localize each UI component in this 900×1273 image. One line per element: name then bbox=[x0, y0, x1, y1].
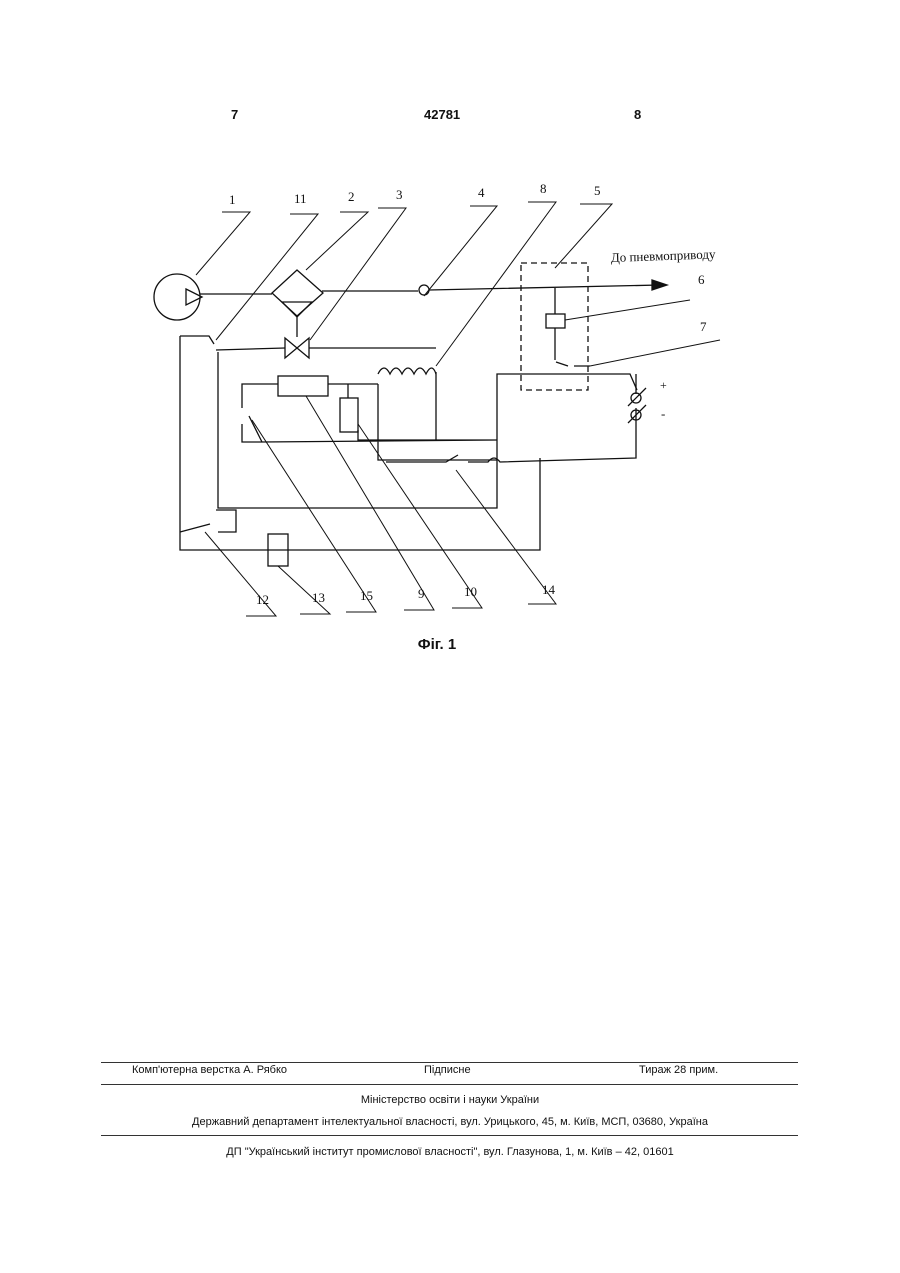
label-11: 11 bbox=[294, 191, 307, 206]
label-8: 8 bbox=[540, 181, 547, 196]
filter-symbol bbox=[272, 270, 323, 337]
compressor-symbol bbox=[154, 274, 202, 320]
typesetting-credit: Комп'ютерна верстка А. Рябко bbox=[132, 1064, 287, 1076]
switch-12 bbox=[180, 510, 236, 532]
label-4: 4 bbox=[478, 185, 485, 200]
inductor-8 bbox=[378, 368, 436, 374]
pressure-relay-enclosure bbox=[521, 263, 588, 390]
circuit-diagram: 1 11 2 3 4 8 5 6 7 12 13 15 9 10 14 До п… bbox=[0, 0, 900, 700]
label-5: 5 bbox=[594, 183, 601, 198]
polarity-plus: + bbox=[660, 378, 667, 392]
main-air-line bbox=[200, 285, 660, 294]
institute-line: ДП "Український інститут промислової вла… bbox=[0, 1146, 900, 1158]
label-12: 12 bbox=[256, 592, 269, 607]
footer-rule-bottom bbox=[101, 1135, 798, 1136]
sensor-6 bbox=[546, 314, 565, 328]
figure-caption: Фіг. 1 bbox=[0, 636, 874, 653]
flow-destination-label: До пневмоприводу bbox=[611, 246, 717, 265]
label-13: 13 bbox=[312, 590, 325, 605]
label-3: 3 bbox=[396, 187, 403, 202]
label-2: 2 bbox=[348, 189, 355, 204]
footer-rule-top bbox=[101, 1062, 798, 1063]
signed-note: Підписне bbox=[424, 1064, 471, 1076]
label-6: 6 bbox=[698, 272, 705, 287]
label-10: 10 bbox=[464, 584, 477, 599]
contact-7 bbox=[556, 362, 590, 366]
power-terminals bbox=[628, 374, 646, 423]
check-node bbox=[419, 285, 429, 295]
label-1: 1 bbox=[229, 192, 236, 207]
flow-arrow bbox=[652, 280, 667, 290]
polarity-minus: - bbox=[661, 406, 665, 421]
footer-rule-middle bbox=[101, 1084, 798, 1085]
inner-circuit bbox=[242, 372, 497, 460]
label-15: 15 bbox=[360, 588, 373, 603]
label-14: 14 bbox=[542, 582, 556, 597]
reference-numerals: 1 11 2 3 4 8 5 6 7 12 13 15 9 10 14 bbox=[229, 181, 707, 607]
resistor-9 bbox=[340, 398, 358, 432]
department-line: Державний департамент інтелектуальної вл… bbox=[0, 1116, 900, 1128]
label-9: 9 bbox=[418, 586, 425, 601]
valve-symbol bbox=[216, 338, 436, 358]
circulation-note: Тираж 28 прим. bbox=[639, 1064, 718, 1076]
label-7: 7 bbox=[700, 319, 707, 334]
resistor-15 bbox=[278, 376, 328, 396]
ministry-line: Міністерство освіти і науки України bbox=[0, 1094, 900, 1106]
